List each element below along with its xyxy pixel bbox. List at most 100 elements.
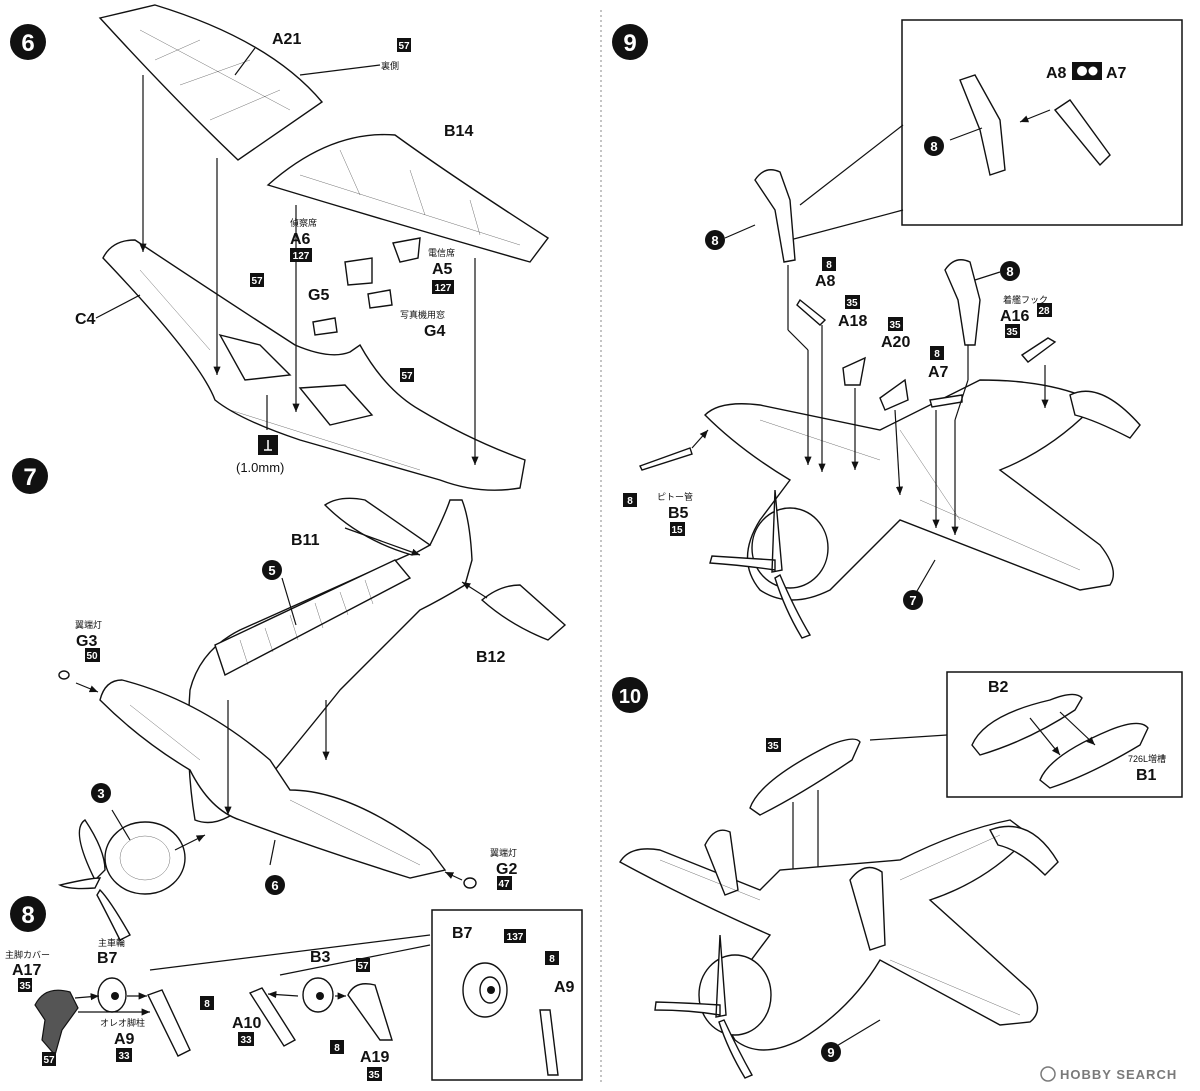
ref-step-6: 6: [271, 878, 278, 893]
label-b1: B1: [1136, 767, 1157, 784]
note-teisatsu: 偵察席: [290, 217, 317, 228]
note-shukyaku: 主脚カバー: [5, 949, 50, 960]
step-6-badge: [10, 24, 46, 60]
step-8-badge: [10, 896, 46, 932]
gear-step10: [704, 829, 739, 896]
step-8: 8 主脚カバー A17 35 57 主車輪 B7 8 オレオ脚柱: [5, 896, 583, 1081]
step-6: 6 A21 57 裏側 B14 C4 偵察席 A6 127: [10, 4, 550, 491]
label-b14: B14: [444, 123, 473, 140]
label-b3: B3: [310, 949, 331, 966]
svg-text:35: 35: [846, 298, 858, 309]
svg-text:57: 57: [43, 1055, 55, 1066]
part-a18: [842, 356, 866, 386]
note-drill: (1.0mm): [236, 460, 284, 475]
gear-leg-right: [944, 259, 981, 346]
label-b7-main: B7: [97, 950, 118, 967]
detail-link-a8-a7: [1053, 99, 1111, 167]
ref-step-7: 7: [909, 593, 916, 608]
label-a5: A5: [432, 261, 453, 278]
note-chakkan: 着艦フック: [1003, 294, 1048, 305]
gear-cover-a17: [34, 989, 79, 1057]
wing-a21: [98, 4, 324, 161]
svg-text:35: 35: [368, 1070, 380, 1081]
pitot-b5: [639, 447, 693, 471]
step-9-number: 9: [623, 30, 636, 57]
svg-text:8: 8: [334, 1043, 340, 1054]
svg-text:8: 8: [627, 496, 633, 507]
part-a7: [929, 394, 963, 408]
label-a8-detail: A8: [1046, 65, 1067, 82]
label-b7-detail: B7: [452, 925, 473, 942]
drop-tank: [749, 738, 861, 816]
propeller-step10: [654, 934, 753, 1079]
propeller-step9: [709, 489, 812, 639]
label-a9: A9: [114, 1031, 135, 1048]
label-g4: G4: [424, 323, 445, 340]
label-a18: A18: [838, 313, 867, 330]
ref-step-3: 3: [97, 786, 104, 801]
svg-text:57: 57: [401, 371, 413, 382]
svg-text:57: 57: [357, 961, 369, 972]
svg-text:28: 28: [1038, 306, 1050, 317]
label-a10: A10: [232, 1015, 261, 1032]
wingtip-light-g2: [463, 877, 477, 889]
gear-step10-right: [849, 866, 886, 951]
label-a16: A16: [1000, 308, 1029, 325]
watermark: HOBBY SEARCH: [1040, 1066, 1177, 1082]
label-a6: A6: [290, 231, 311, 248]
hook-a16: [1020, 337, 1057, 363]
canopy: [214, 559, 412, 677]
wing-b14: [266, 133, 550, 263]
label-a20: A20: [881, 334, 910, 351]
tank-b1-detail: [1039, 722, 1149, 789]
tailplane-b11: [323, 497, 432, 556]
ref-8-detail: 8: [930, 139, 937, 154]
svg-text:35: 35: [889, 320, 901, 331]
svg-text:137: 137: [507, 932, 524, 943]
engine-step9: [751, 507, 829, 589]
watermark-text: HOBBY SEARCH: [1060, 1067, 1177, 1082]
svg-text:50: 50: [86, 651, 98, 662]
tail-step9: [1069, 390, 1141, 439]
ref-step-5: 5: [268, 563, 275, 578]
step-6-number: 6: [21, 30, 34, 57]
svg-text:127: 127: [293, 251, 310, 262]
label-b5: B5: [668, 505, 689, 522]
note-shusharin: 主車輪: [98, 937, 125, 948]
label-g5: G5: [308, 287, 329, 304]
svg-text:47: 47: [498, 879, 510, 890]
label-b11: B11: [291, 532, 320, 549]
detail-strut: [539, 1009, 559, 1076]
svg-text:33: 33: [240, 1035, 252, 1046]
label-a7-detail: A7: [1106, 65, 1127, 82]
svg-text:8: 8: [826, 260, 832, 271]
step-10-badge: [612, 677, 648, 713]
note-oleo: オレオ脚柱: [100, 1017, 145, 1028]
step-7: 7 B11 B12 5 3: [12, 458, 567, 941]
note-zoso: 726L増槽: [1128, 753, 1166, 764]
ref-8-left: 8: [711, 233, 718, 248]
svg-text:127: 127: [435, 283, 452, 294]
label-b12: B12: [476, 649, 505, 666]
propeller: [78, 819, 106, 882]
svg-text:35: 35: [19, 981, 31, 992]
svg-text:15: 15: [671, 525, 683, 536]
tail-step10: [989, 825, 1059, 876]
label-c4: C4: [75, 311, 96, 328]
wing-c4: [102, 239, 526, 491]
main-wing: [99, 679, 447, 879]
label-a7: A7: [928, 364, 949, 381]
step-9: 9 A8 A7 8 8 8: [612, 19, 1183, 639]
gear-leg-left: [754, 169, 796, 263]
pylon-b2: [971, 693, 1083, 756]
wingtip-light-g3: [58, 670, 70, 680]
gear-cover-a19: [347, 983, 393, 1041]
label-a9-detail: A9: [554, 979, 575, 996]
ref-step-9: 9: [827, 1045, 834, 1060]
step-7-badge: [12, 458, 48, 494]
detail-box-gear: [901, 19, 1183, 226]
note-yokutan-1: 翼端灯: [75, 619, 102, 630]
svg-text:33: 33: [118, 1051, 130, 1062]
note-shashin: 写真機用窓: [400, 309, 445, 320]
